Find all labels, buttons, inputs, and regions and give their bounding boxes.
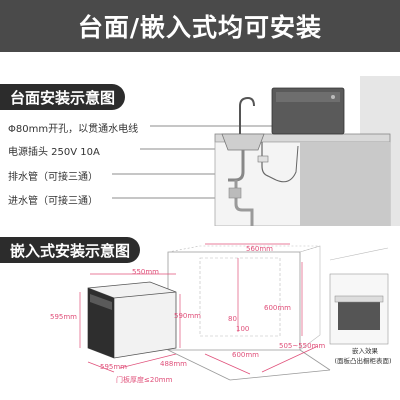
dim-80: 80 (228, 315, 237, 323)
door-thickness-label: 门板厚度≤20mm (116, 376, 173, 384)
dim-height-590: 590mm (174, 312, 201, 320)
embedded-illustration (79, 243, 389, 381)
dim-width-600: 600mm (232, 351, 259, 359)
banner-title: 台面/嵌入式均可安装 (0, 0, 400, 52)
embed-effect-note: (面板凸出橱柜表面) (334, 357, 392, 365)
dim-100: 100 (236, 325, 250, 333)
countertop-illustration (112, 76, 400, 226)
dim-width-595: 595mm (100, 363, 127, 371)
dim-depth-488: 488mm (160, 360, 187, 368)
embed-effect-title: 嵌入效果 (352, 347, 378, 355)
dim-depth-505-550: 505~550mm (279, 342, 326, 350)
dim-height-600: 600mm (264, 304, 291, 312)
inlet-pipe-label: 进水管（可接三通） (8, 196, 98, 207)
countertop-section-tab: 台面安装示意图 (0, 84, 126, 110)
drain-pipe-label: 排水管（可接三通） (8, 172, 98, 183)
power-plug-label: 电源插头 250V 10A (8, 147, 100, 158)
dim-width-560: 560mm (246, 245, 273, 253)
dim-width-550: 550mm (132, 268, 159, 276)
dim-height-595: 595mm (50, 313, 77, 321)
hole-label: Φ80mm开孔，以贯通水电线 (8, 124, 139, 135)
embedded-section-tab: 嵌入式安装示意图 (0, 237, 141, 263)
